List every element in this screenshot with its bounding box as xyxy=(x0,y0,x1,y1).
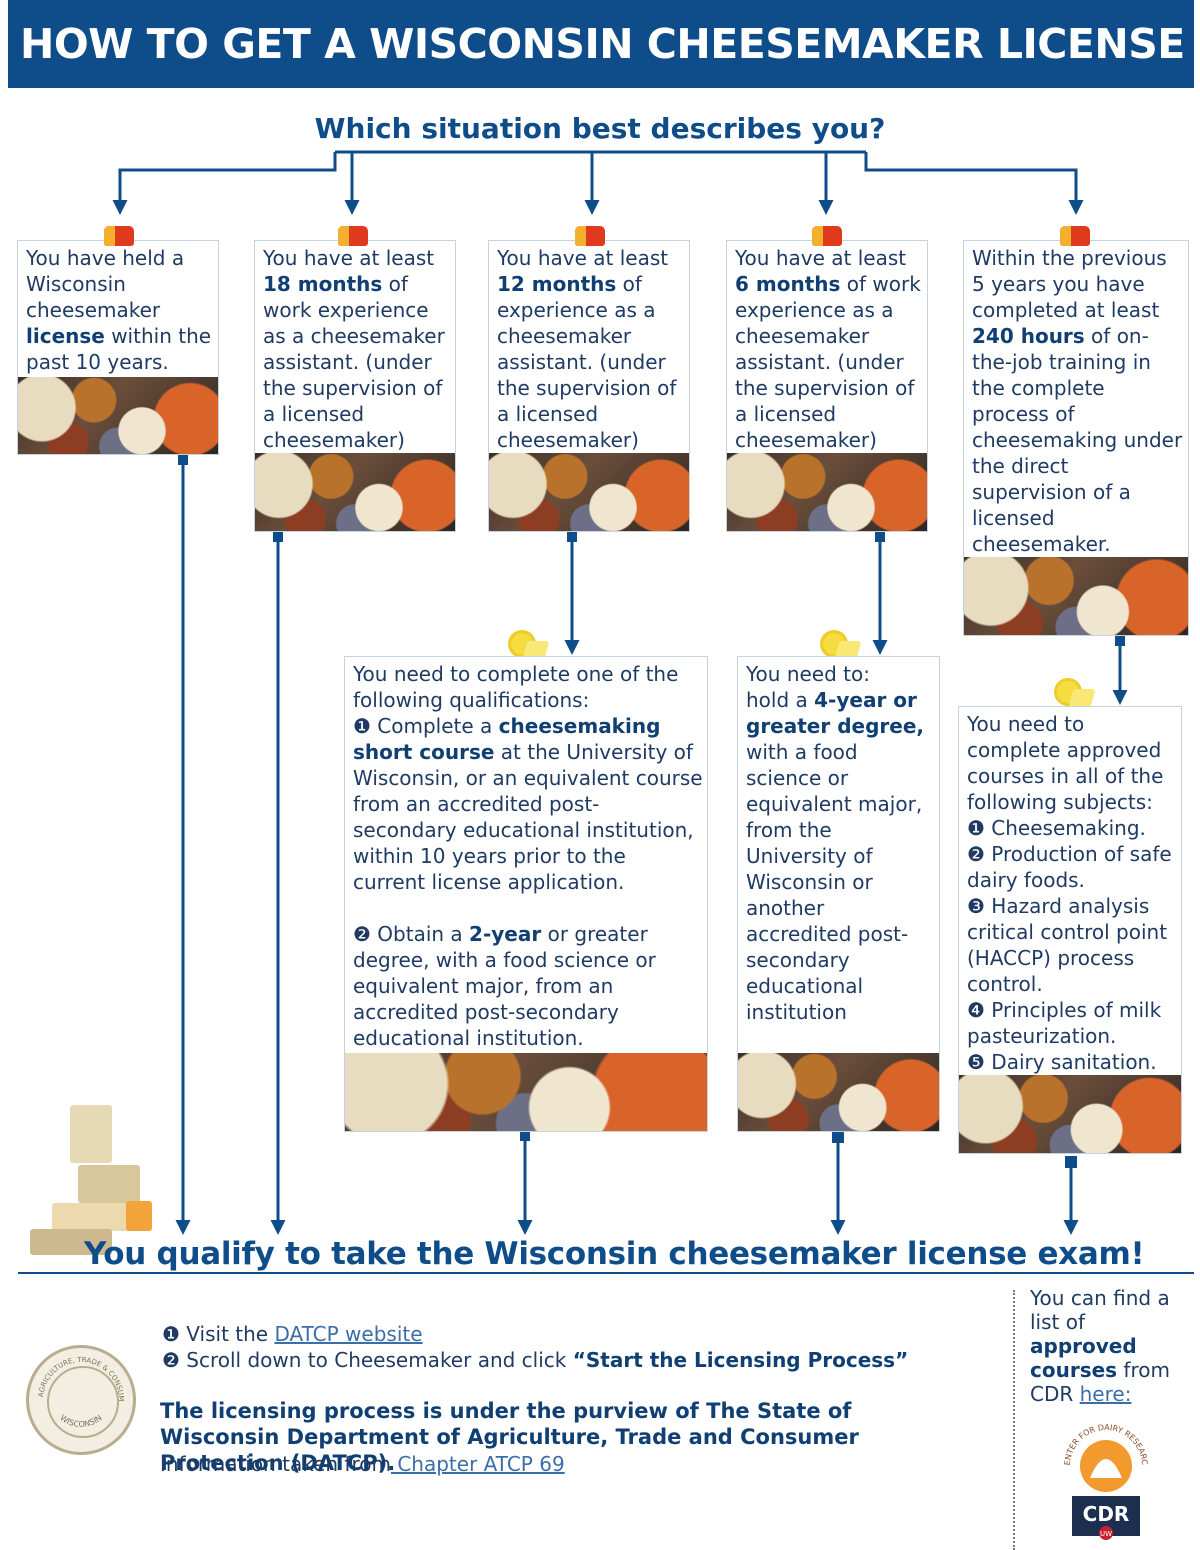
situation-text-4: You have at least 6 months of work exper… xyxy=(735,245,923,453)
emphasis-text: 18 months xyxy=(263,272,383,296)
situation-box-2: You have at least 18 months of work expe… xyxy=(254,240,456,532)
cheese-wedge-icon xyxy=(812,226,842,246)
emphasis-text: 6 months xyxy=(735,272,841,296)
body-text: ❷ Obtain a xyxy=(353,922,463,946)
start-licensing-label: “Start the Licensing Process” xyxy=(572,1348,909,1372)
situation-box-3: You have at least 12 months of experienc… xyxy=(488,240,690,532)
qualify-banner: You qualify to take the Wisconsin cheese… xyxy=(84,1236,1145,1272)
emphasis-text: cheesemaking short course xyxy=(353,714,661,764)
page-title: HOW TO GET A WISCONSIN CHEESEMAKER LICEN… xyxy=(20,20,1185,68)
cheese-photo xyxy=(18,377,218,454)
body-text: You need to complete one of the followin… xyxy=(353,662,679,712)
cheese-wedge-icon xyxy=(1060,226,1090,246)
body-text: of experience as a cheesemaker assistant… xyxy=(497,272,677,452)
situation-question: Which situation best describes you? xyxy=(314,112,886,145)
body-text: ❶ Cheesemaking. ❷ Production of safe dai… xyxy=(967,816,1172,1074)
cheese-stack-illustration xyxy=(30,1105,160,1255)
cdr-uw: UW xyxy=(1100,1530,1112,1538)
body-text: of work experience as a cheesemaker assi… xyxy=(263,272,445,452)
requirement-box-3: You need to complete approved courses in… xyxy=(958,706,1182,1154)
cheese-wedge-icon xyxy=(575,226,605,246)
requirement-text-1: You need to complete one of the followin… xyxy=(353,661,703,1051)
situation-box-4: You have at least 6 months of work exper… xyxy=(726,240,928,532)
emphasis-text: license xyxy=(26,324,105,348)
situation-text-5: Within the previous 5 years you have com… xyxy=(972,245,1184,557)
body-text: of work experience as a cheesemaker assi… xyxy=(735,272,921,452)
seal-bottom-text: WISCONSIN xyxy=(58,1413,103,1429)
body-text: within the past 10 years. xyxy=(26,324,212,374)
step-scroll: ❷ Scroll down to Cheesemaker and click “… xyxy=(162,1348,909,1372)
body-text: with a food science or equivalent major,… xyxy=(746,740,923,1024)
requirement-text-3: You need to complete approved courses in… xyxy=(967,711,1177,1075)
purview-statement: The licensing process is under the purvi… xyxy=(160,1399,859,1475)
svg-text:DEPARTMENT OF AGRICULTURE, TRA: DEPARTMENT OF AGRICULTURE, TRADE & CONSU… xyxy=(29,1348,125,1402)
body-text: Within the previous 5 years you have com… xyxy=(972,246,1167,322)
body-text: You need to complete approved courses in… xyxy=(967,712,1164,814)
cheese-photo xyxy=(255,453,455,531)
body-text: of on-the-job training in the complete p… xyxy=(972,324,1183,556)
cheese-photo xyxy=(727,453,927,531)
cheese-wheel-icon xyxy=(820,630,848,658)
source-line: Information taken from Chapter ATCP 69 xyxy=(160,1452,565,1476)
body-text: or greater degree, with a food science o… xyxy=(353,922,656,1050)
body-text: ❶ Complete a xyxy=(353,714,493,738)
cheese-wedge-icon xyxy=(338,226,368,246)
cdr-logo: CENTER FOR DAIRY RESEARCH CDR UW xyxy=(1060,1420,1149,1540)
emphasis-text: 12 months xyxy=(497,272,617,296)
cheese-wheel-icon xyxy=(508,630,536,658)
situation-text-2: You have at least 18 months of work expe… xyxy=(263,245,451,453)
svg-text:WISCONSIN: WISCONSIN xyxy=(58,1413,103,1429)
chapter-atcp69-link[interactable]: Chapter ATCP 69 xyxy=(390,1452,565,1476)
situation-text-3: You have at least 12 months of experienc… xyxy=(497,245,685,453)
cheese-wheel-icon xyxy=(1054,678,1082,706)
body-text: You have at least xyxy=(263,246,435,270)
branch-right xyxy=(864,152,1084,215)
cdr-abbr: CDR xyxy=(1083,1502,1130,1526)
header-banner: HOW TO GET A WISCONSIN CHEESEMAKER LICEN… xyxy=(8,0,1194,88)
cheese-photo xyxy=(345,1053,707,1131)
body-text: You need to: hold a xyxy=(746,662,870,712)
branch-left xyxy=(112,152,337,215)
situation-box-5: Within the previous 5 years you have com… xyxy=(963,240,1189,636)
datcp-website-link[interactable]: DATCP website xyxy=(274,1322,423,1346)
cheese-photo xyxy=(964,557,1188,635)
body-text: You have at least xyxy=(497,246,669,270)
step-visit: ❶ Visit the DATCP website xyxy=(162,1322,423,1346)
side-divider xyxy=(1013,1290,1015,1550)
cheese-photo xyxy=(959,1075,1181,1153)
seal-top-text: DEPARTMENT OF AGRICULTURE, TRADE & CONSU… xyxy=(29,1348,125,1402)
cdr-here-link[interactable]: here: xyxy=(1079,1382,1132,1406)
footer-divider xyxy=(18,1272,1194,1274)
wisconsin-datcp-seal: DEPARTMENT OF AGRICULTURE, TRADE & CONSU… xyxy=(26,1345,136,1455)
body-text: at the University of Wisconsin, or an eq… xyxy=(353,740,703,894)
cheese-wedge-icon xyxy=(104,226,134,246)
cheese-photo xyxy=(738,1053,939,1131)
situation-box-1: You have held a Wisconsin cheesemaker li… xyxy=(17,240,219,455)
approved-courses-note: You can find a list of approved courses … xyxy=(1030,1286,1170,1406)
emphasis-text: 2-year xyxy=(469,922,542,946)
cheese-photo xyxy=(489,453,689,531)
body-text: You have held a Wisconsin cheesemaker xyxy=(26,246,185,322)
requirement-box-1: You need to complete one of the followin… xyxy=(344,656,708,1132)
emphasis-text: 4-year or greater degree, xyxy=(746,688,924,738)
requirement-box-2: You need to: hold a 4-year or greater de… xyxy=(737,656,940,1132)
requirement-text-2: You need to: hold a 4-year or greater de… xyxy=(746,661,935,1025)
situation-text-1: You have held a Wisconsin cheesemaker li… xyxy=(26,245,214,375)
body-text: You have at least xyxy=(735,246,907,270)
emphasis-text: 240 hours xyxy=(972,324,1085,348)
